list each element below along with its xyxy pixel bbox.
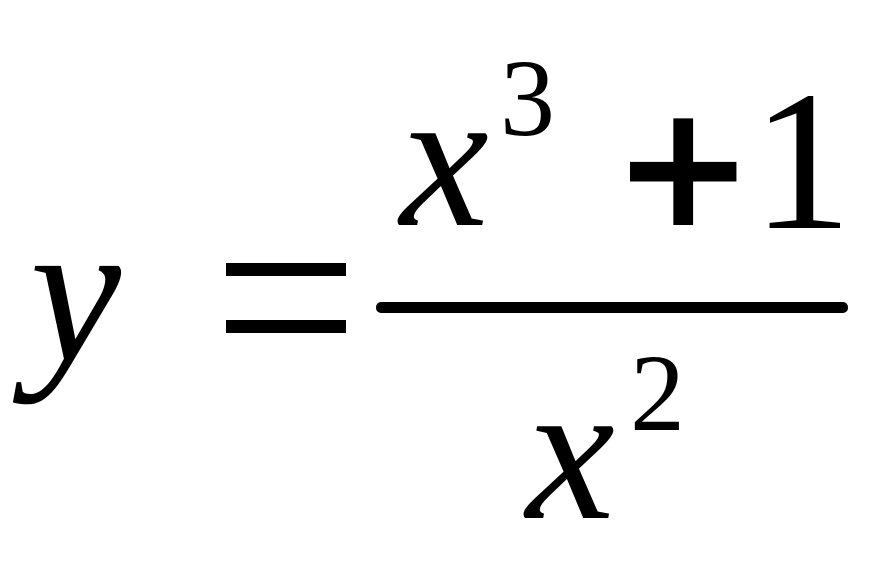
numerator-plus-operator: + (612, 68, 754, 266)
lhs-variable: y (12, 178, 122, 405)
numerator-constant: 1 (752, 51, 852, 272)
fraction-bar (376, 302, 848, 313)
equals-sign (226, 263, 346, 333)
denominator-base: x (523, 341, 615, 562)
numerator-exponent: 3 (500, 37, 555, 159)
numerator-base: x (397, 48, 489, 269)
numerator: x 3 + 1 (397, 37, 852, 272)
denominator: x 2 (523, 332, 685, 562)
denominator-exponent: 2 (630, 332, 685, 454)
